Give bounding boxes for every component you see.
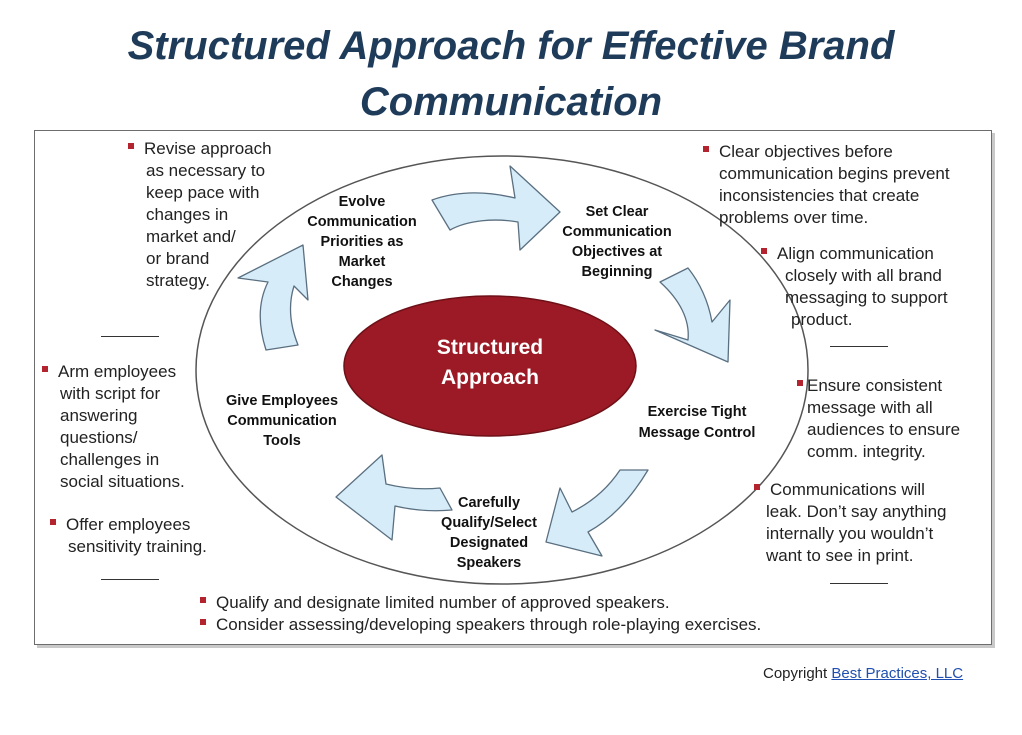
- note-revise-line-2: as necessary to: [146, 161, 266, 180]
- stage-evolve-line-4: Market: [339, 254, 386, 270]
- stage-qualify: Carefully Qualify/Select Designated Spea…: [441, 495, 537, 571]
- note-revise-line-4: changes in: [146, 205, 229, 224]
- stage-exercise-line-1: Exercise Tight: [648, 404, 747, 420]
- center-label-line-1: Structured: [437, 336, 543, 359]
- note-ensure-line-1: Ensure consistent: [807, 376, 943, 395]
- stage-set-clear-line-2: Communication: [562, 224, 672, 240]
- bullet-icon: [797, 379, 803, 386]
- stage-evolve-line-2: Communication: [307, 214, 417, 230]
- divider-left-top: [101, 336, 159, 337]
- note-arm-line-6: social situations.: [60, 472, 185, 491]
- note-arm: Arm employees with script for answering …: [42, 361, 185, 493]
- note-offer-line-2: sensitivity training.: [68, 537, 207, 556]
- divider-right-top: [830, 346, 888, 347]
- note-arm-line-1: Arm employees: [58, 362, 177, 381]
- note-ensure: Ensure consistent message with all audie…: [797, 375, 960, 463]
- stage-give-tools: Give Employees Communication Tools: [226, 393, 338, 449]
- bullet-icon: [761, 247, 767, 254]
- bullet-icon: [703, 145, 709, 152]
- stage-exercise: Exercise Tight Message Control: [639, 404, 756, 441]
- note-align-line-3: messaging to support: [785, 288, 948, 307]
- stage-give-tools-line-3: Tools: [263, 433, 301, 449]
- stage-set-clear: Set Clear Communication Objectives at Be…: [562, 204, 672, 280]
- note-bottom-line-2: Consider assessing/developing speakers t…: [216, 615, 762, 634]
- note-revise-line-1: Revise approach: [144, 139, 272, 158]
- note-clear-line-1: Clear objectives before: [719, 142, 893, 161]
- arrow-right: [654, 267, 731, 363]
- note-ensure-line-3: audiences to ensure: [807, 420, 961, 439]
- arrow-top: [431, 165, 561, 251]
- note-arm-line-4: questions/: [60, 428, 138, 447]
- note-revise-line-5: market and/: [146, 227, 236, 246]
- arrow-bottom-right: [545, 469, 649, 557]
- note-revise-line-6: or brand: [146, 249, 210, 268]
- stage-set-clear-line-4: Beginning: [582, 264, 653, 280]
- note-leak-line-1: Communications will: [770, 480, 925, 499]
- stage-evolve: Evolve Communication Priorities as Marke…: [307, 194, 417, 290]
- outer-ring: [195, 155, 809, 585]
- copyright-prefix: Copyright: [763, 665, 832, 682]
- stage-evolve-line-1: Evolve: [339, 194, 386, 210]
- stage-evolve-line-5: Changes: [331, 274, 392, 290]
- center-label-line-2: Approach: [441, 366, 539, 389]
- stage-qualify-line-4: Speakers: [457, 555, 522, 571]
- arrow-left: [237, 244, 309, 351]
- note-clear-line-2: communication begins prevent: [719, 164, 950, 183]
- diagram-frame: [34, 130, 992, 645]
- note-clear-line-4: problems over time.: [719, 208, 869, 227]
- divider-right-bottom: [830, 583, 888, 584]
- page-title-line-1: Structured Approach for Effective Brand: [127, 24, 895, 68]
- copyright: Copyright Best Practices, LLC: [763, 665, 963, 682]
- stage-give-tools-line-2: Communication: [227, 413, 337, 429]
- note-ensure-line-4: comm. integrity.: [807, 442, 926, 461]
- stage-qualify-line-2: Qualify/Select: [441, 515, 537, 531]
- bullet-icon: [50, 518, 56, 525]
- note-arm-line-2: with script for: [60, 384, 161, 403]
- bullet-icon: [200, 596, 206, 603]
- note-revise-line-7: strategy.: [146, 271, 210, 290]
- center-ellipse: [343, 295, 637, 437]
- note-leak-line-2: leak. Don’t say anything: [766, 502, 947, 521]
- bullet-icon: [200, 618, 206, 625]
- stage-exercise-line-2: Message Control: [639, 425, 756, 441]
- stage-give-tools-line-1: Give Employees: [226, 393, 338, 409]
- bullet-icon: [754, 483, 760, 490]
- note-offer-line-1: Offer employees: [66, 515, 191, 534]
- note-clear: Clear objectives before communication be…: [703, 141, 950, 229]
- note-bottom: Qualify and designate limited number of …: [200, 592, 761, 636]
- stage-set-clear-line-1: Set Clear: [586, 204, 649, 220]
- note-offer: Offer employees sensitivity training.: [50, 514, 207, 558]
- note-align-line-2: closely with all brand: [785, 266, 942, 285]
- note-revise: Revise approach as necessary to keep pac…: [128, 138, 272, 292]
- note-leak-line-4: want to see in print.: [766, 546, 914, 565]
- note-ensure-line-2: message with all: [807, 398, 933, 417]
- note-leak-line-3: internally you wouldn’t: [766, 524, 934, 543]
- bullet-icon: [42, 365, 48, 372]
- note-align-line-4: product.: [791, 310, 853, 329]
- note-arm-line-5: challenges in: [60, 450, 160, 469]
- note-bottom-line-1: Qualify and designate limited number of …: [216, 593, 670, 612]
- page-title-line-2: Communication: [359, 80, 663, 124]
- stage-evolve-line-3: Priorities as: [320, 234, 403, 250]
- stage-set-clear-line-3: Objectives at: [572, 244, 662, 260]
- note-arm-line-3: answering: [60, 406, 138, 425]
- divider-left-bottom: [101, 579, 159, 580]
- bullet-icon: [128, 142, 134, 149]
- note-revise-line-3: keep pace with: [146, 183, 260, 202]
- note-align: Align communication closely with all bra…: [761, 243, 948, 331]
- copyright-link[interactable]: Best Practices, LLC: [831, 665, 964, 682]
- note-clear-line-3: inconsistencies that create: [719, 186, 920, 205]
- stage-qualify-line-3: Designated: [450, 535, 528, 551]
- note-align-line-1: Align communication: [777, 244, 934, 263]
- note-leak: Communications will leak. Don’t say anyt…: [754, 479, 947, 567]
- stage-qualify-line-1: Carefully: [458, 495, 520, 511]
- arrow-bottom-left: [335, 454, 453, 541]
